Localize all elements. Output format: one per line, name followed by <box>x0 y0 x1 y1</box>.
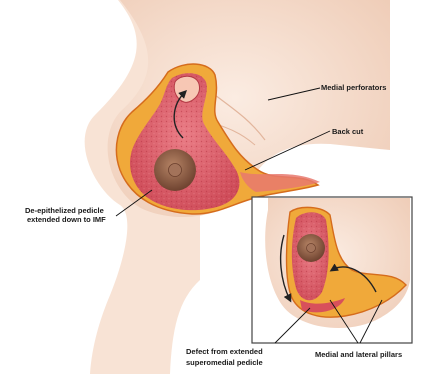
label-pillars: Medial and lateral pillars <box>315 350 402 359</box>
label-defect-line1: Defect from extended <box>186 347 263 356</box>
nipple <box>169 164 182 177</box>
inset-nipple <box>307 244 316 253</box>
label-medial-perforators: Medial perforators <box>321 83 386 92</box>
back-cut-flap <box>240 172 320 192</box>
inset-panel <box>252 197 412 343</box>
label-deepithelized-line1: De-epithelized pedicle <box>25 206 104 215</box>
label-back-cut: Back cut <box>332 127 364 136</box>
label-defect-line2: superomedial pedicle <box>186 358 263 367</box>
label-deepithelized-line2: extended down to IMF <box>27 215 106 224</box>
